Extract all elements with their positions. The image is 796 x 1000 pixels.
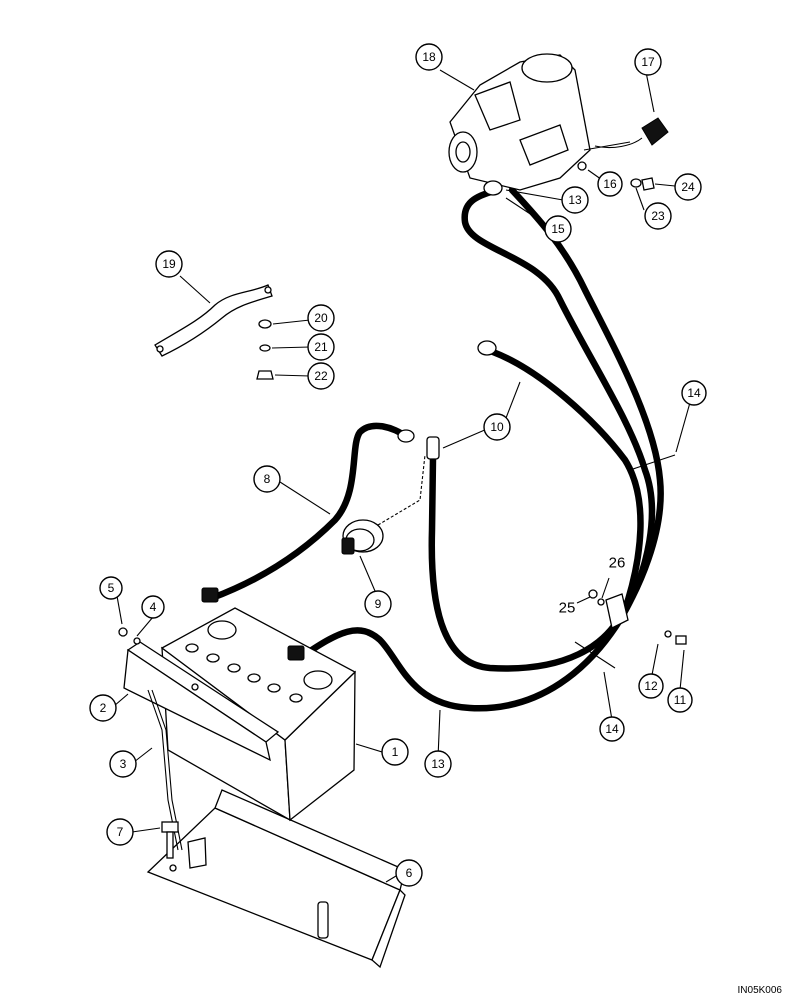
- callout-13b: 13: [561, 186, 589, 214]
- callout-11: 11: [667, 687, 693, 713]
- callout-1-label: 1: [392, 745, 399, 759]
- callout-16-label: 16: [603, 177, 617, 191]
- callout-4-label: 4: [150, 600, 157, 614]
- callout-17: 17: [634, 48, 662, 76]
- callout-23-label: 23: [651, 209, 665, 223]
- callout-20-label: 20: [314, 311, 328, 325]
- callout-13a-label: 13: [431, 757, 445, 771]
- callout-23: 23: [644, 202, 672, 230]
- callout-6-label: 6: [406, 866, 413, 880]
- callout-7: 7: [106, 818, 134, 846]
- label-25: 25: [559, 600, 576, 617]
- callout-20: 20: [307, 304, 335, 332]
- callout-13b-label: 13: [568, 193, 582, 207]
- battery-tray: [146, 789, 406, 969]
- callout-6: 6: [395, 859, 423, 887]
- leader-lines: [113, 69, 692, 883]
- callout-8-label: 8: [264, 472, 271, 486]
- callout-3-label: 3: [120, 757, 127, 771]
- cable-ties: [574, 454, 676, 669]
- callout-18: 18: [415, 43, 443, 71]
- callout-19: 19: [155, 250, 183, 278]
- cable-bracket: [588, 589, 687, 645]
- positive-cable: [296, 186, 656, 712]
- starter: [448, 53, 631, 196]
- drawing-code: IN05K006: [737, 985, 782, 996]
- callout-21: 21: [307, 333, 335, 361]
- callout-12: 12: [638, 673, 664, 699]
- callout-19-label: 19: [162, 257, 176, 271]
- disconnect-switch: [341, 454, 426, 555]
- ground-cable: [428, 348, 644, 672]
- callout-5-label: 5: [108, 581, 115, 595]
- callout-9-label: 9: [375, 597, 382, 611]
- negative-cable: [208, 422, 409, 602]
- callout-10: 10: [483, 413, 511, 441]
- callout-15-label: 15: [551, 222, 565, 236]
- callout-14b-label: 14: [605, 722, 619, 736]
- starter-hardware: [630, 177, 655, 191]
- connector: [594, 117, 669, 149]
- callout-1: 1: [381, 738, 409, 766]
- ground-strap: [154, 284, 274, 380]
- callout-2-label: 2: [100, 701, 107, 715]
- callout-8: 8: [253, 465, 281, 493]
- callout-5: 5: [99, 576, 123, 600]
- callout-2: 2: [89, 694, 117, 722]
- callout-12-label: 12: [644, 679, 658, 693]
- hardware-left: [118, 627, 183, 859]
- callout-7-label: 7: [117, 825, 124, 839]
- callout-16: 16: [597, 171, 623, 197]
- callout-14a-label: 14: [687, 386, 701, 400]
- callout-14b: 14: [599, 716, 625, 742]
- callout-24-label: 24: [681, 180, 695, 194]
- callout-24: 24: [674, 173, 702, 201]
- callout-14a: 14: [681, 380, 707, 406]
- callout-18-label: 18: [422, 50, 436, 64]
- callout-17-label: 17: [641, 55, 655, 69]
- callout-13a: 13: [424, 750, 452, 778]
- callout-22: 22: [307, 362, 335, 390]
- cable-lugs: [397, 340, 497, 460]
- callout-10-label: 10: [490, 420, 504, 434]
- callout-4: 4: [141, 595, 165, 619]
- callout-22-label: 22: [314, 369, 328, 383]
- callout-11-label: 11: [674, 693, 687, 707]
- callout-9: 9: [364, 590, 392, 618]
- callout-15: 15: [544, 215, 572, 243]
- label-26: 26: [609, 555, 626, 572]
- battery: [123, 587, 357, 822]
- callout-21-label: 21: [314, 340, 328, 354]
- callout-3: 3: [109, 750, 137, 778]
